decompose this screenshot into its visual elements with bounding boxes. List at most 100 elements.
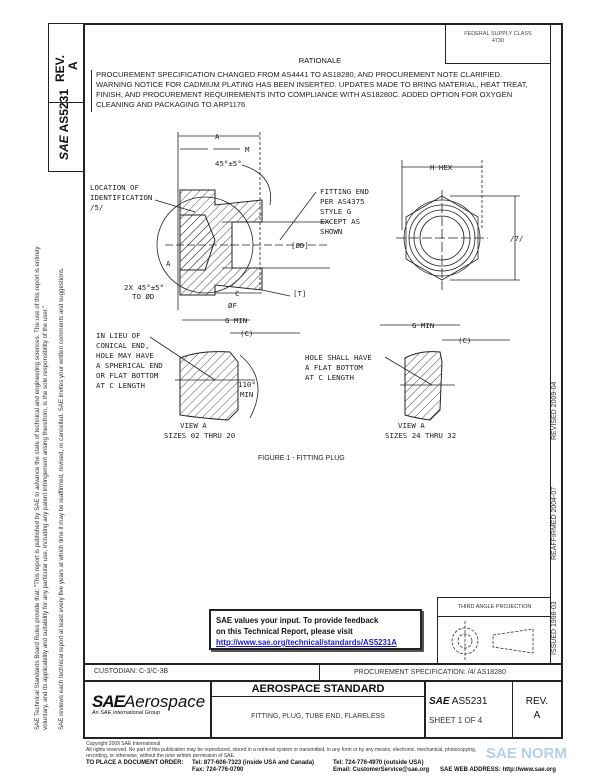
custodian-row-top	[83, 663, 563, 665]
custodian-text: CUSTODIAN: C-3/C-3B	[94, 668, 169, 675]
location-id-line1: LOCATION OF	[90, 183, 139, 192]
frame-left	[83, 23, 85, 739]
tb-div1	[210, 680, 212, 738]
view-a-small-section	[179, 351, 239, 421]
feedback-box: SAE values your input. To provide feedba…	[209, 609, 422, 650]
view-a-small-title: VIEW A	[180, 421, 207, 430]
fitting-end-line3: STYLE G	[320, 207, 351, 216]
angle-45-label: 45°±5°	[215, 159, 242, 168]
rights-text: All rights reserved. No part of this pub…	[86, 747, 477, 753]
order-label: TO PLACE A DOCUMENT ORDER:	[86, 760, 184, 766]
rev-box-divider	[48, 102, 83, 103]
standard-type: AEROSPACE STANDARD	[251, 683, 385, 695]
fitting-plug-drawing: A M 45°±5° LOCATION OF IDENTIFICATION /5…	[90, 132, 523, 462]
fsc-label: FEDERAL SUPPLY CLASS	[464, 31, 532, 37]
frame-right	[561, 23, 563, 739]
title-block-bottom	[83, 737, 563, 739]
logo-subtitle: An SAE International Group	[92, 710, 160, 716]
tb-rev: REV. A	[513, 695, 561, 723]
view-a-large-section	[404, 351, 443, 421]
feedback-link[interactable]: http://www.sae.org/technical/standards/A…	[216, 638, 397, 647]
document-title: FITTING, PLUG, TUBE END, FLARELESS	[251, 713, 385, 720]
issued-date: ISSUED 1998-03	[551, 601, 558, 655]
fitting-end-line1: FITTING END	[320, 187, 369, 196]
rights-text-2: recording, or otherwise, without the pri…	[86, 753, 236, 759]
in-lieu-line6: AT C LENGTH	[96, 381, 145, 390]
feedback-line1: SAE values your input. To provide feedba…	[216, 616, 379, 625]
logo-aerospace: Aerospace	[123, 692, 206, 711]
in-lieu-line2: CONICAL END,	[96, 341, 149, 350]
fsc-value: 4730	[491, 38, 505, 44]
dim-d-label: [ØD]	[291, 241, 309, 250]
email: Email: CustomerService@sae.org	[333, 767, 430, 773]
hole-flat-line1: HOLE SHALL HAVE	[305, 353, 372, 362]
tb-doc-number-text: AS5231	[451, 696, 488, 707]
angle-110-line1: 110°	[238, 380, 256, 389]
frame-top	[83, 23, 563, 25]
c-ref-label-large: (C)	[458, 336, 471, 345]
feedback-line2: on this Technical Report, please visit	[216, 627, 353, 636]
fitting-end-line5: SHOWN	[320, 227, 342, 236]
third-angle-projection-symbol	[451, 621, 534, 661]
g-min-label: G MIN	[225, 316, 247, 325]
rationale-text: PROCUREMENT SPECIFICATION CHANGED FROM A…	[96, 70, 528, 109]
dim-c-label: C	[235, 289, 239, 298]
tb-sae-logo: SAE	[429, 696, 450, 707]
view-a-large-title: VIEW A	[398, 421, 425, 430]
history-column-divider	[550, 23, 551, 663]
federal-supply-class-box: FEDERAL SUPPLY CLASS 4730	[445, 23, 550, 64]
projection-box: THIRD ANGLE PROJECTION	[437, 597, 551, 664]
tb-doc-number: SAE AS5231	[429, 696, 487, 707]
view-a-small-sizes: SIZES 02 THRU 20	[164, 431, 235, 440]
note-7-label: /7/	[510, 234, 523, 243]
rationale-title: RATIONALE	[298, 56, 342, 65]
rev-box	[48, 23, 84, 172]
hex-outline	[405, 195, 479, 281]
angle-110-line2: MIN	[240, 390, 253, 399]
tel-us: Tel: 877-606-7323 (inside USA and Canada…	[192, 760, 315, 766]
tb-div2	[424, 680, 426, 738]
dim-f-label: ØF	[228, 301, 237, 310]
tel-intl: Tel: 724-776-4970 (outside USA)	[333, 760, 424, 766]
dim-m-label: M	[245, 145, 250, 154]
web-address: SAE WEB ADDRESS: http://www.sae.org	[440, 767, 556, 773]
sheet-number: SHEET 1 OF 4	[429, 716, 483, 725]
c-ref-label: (C)	[240, 329, 253, 338]
procurement-spec-text: PROCUREMENT SPECIFICATION: /4/ AS18280	[354, 669, 506, 676]
in-lieu-line4: A SPHERICAL END	[96, 361, 163, 370]
copyright-text: Copyright 2009 SAE International	[86, 741, 161, 747]
tb-div3	[512, 680, 513, 738]
chamfer-line1: 2X 45°±5°	[124, 283, 164, 292]
fitting-end-line2: PER AS4375	[320, 197, 365, 206]
location-id-line3: /5/	[90, 203, 103, 212]
view-a-large-sizes: SIZES 24 THRU 32	[385, 431, 456, 440]
fax: Fax: 724-776-0790	[192, 767, 244, 773]
projection-label: THIRD ANGLE PROJECTION	[438, 598, 551, 617]
h-hex-label: H HEX	[430, 163, 453, 172]
in-lieu-line3: HOLE MAY HAVE	[96, 351, 154, 360]
location-id-line2: IDENTIFICATION	[90, 193, 152, 202]
logo-sae: SAE	[92, 692, 125, 711]
sae-aerospace-logo: SAEAerospace An SAE International Group	[92, 692, 205, 716]
dim-a-label: A	[215, 132, 220, 141]
footer: Copyright 2009 SAE International All rig…	[86, 741, 556, 759]
hole-flat-line3: AT C LENGTH	[305, 373, 354, 382]
g-min-label-large: G MIN	[412, 321, 434, 330]
change-bar	[91, 70, 92, 112]
sae-norm-watermark: SAE NORM	[486, 745, 567, 762]
figure-caption: FIGURE 1 - FITTING PLUG	[258, 455, 345, 462]
fitting-end-line4: EXCEPT AS	[320, 217, 360, 226]
custodian-divider	[319, 663, 320, 681]
in-lieu-line1: IN LIEU OF	[96, 331, 141, 340]
dim-t-label: [T]	[293, 289, 306, 298]
tb-title-divider	[211, 696, 425, 697]
chamfer-line2: TO ØD	[132, 292, 154, 301]
view-a-marker: A	[166, 259, 171, 268]
title-block-top	[83, 680, 563, 682]
tb-rev-label: REV.	[525, 696, 549, 707]
in-lieu-line5: OR FLAT BOTTOM	[96, 371, 159, 380]
plug-cone-section	[179, 214, 216, 271]
tb-rev-value: A	[533, 710, 541, 721]
hole-flat-line2: A FLAT BOTTOM	[305, 363, 363, 372]
